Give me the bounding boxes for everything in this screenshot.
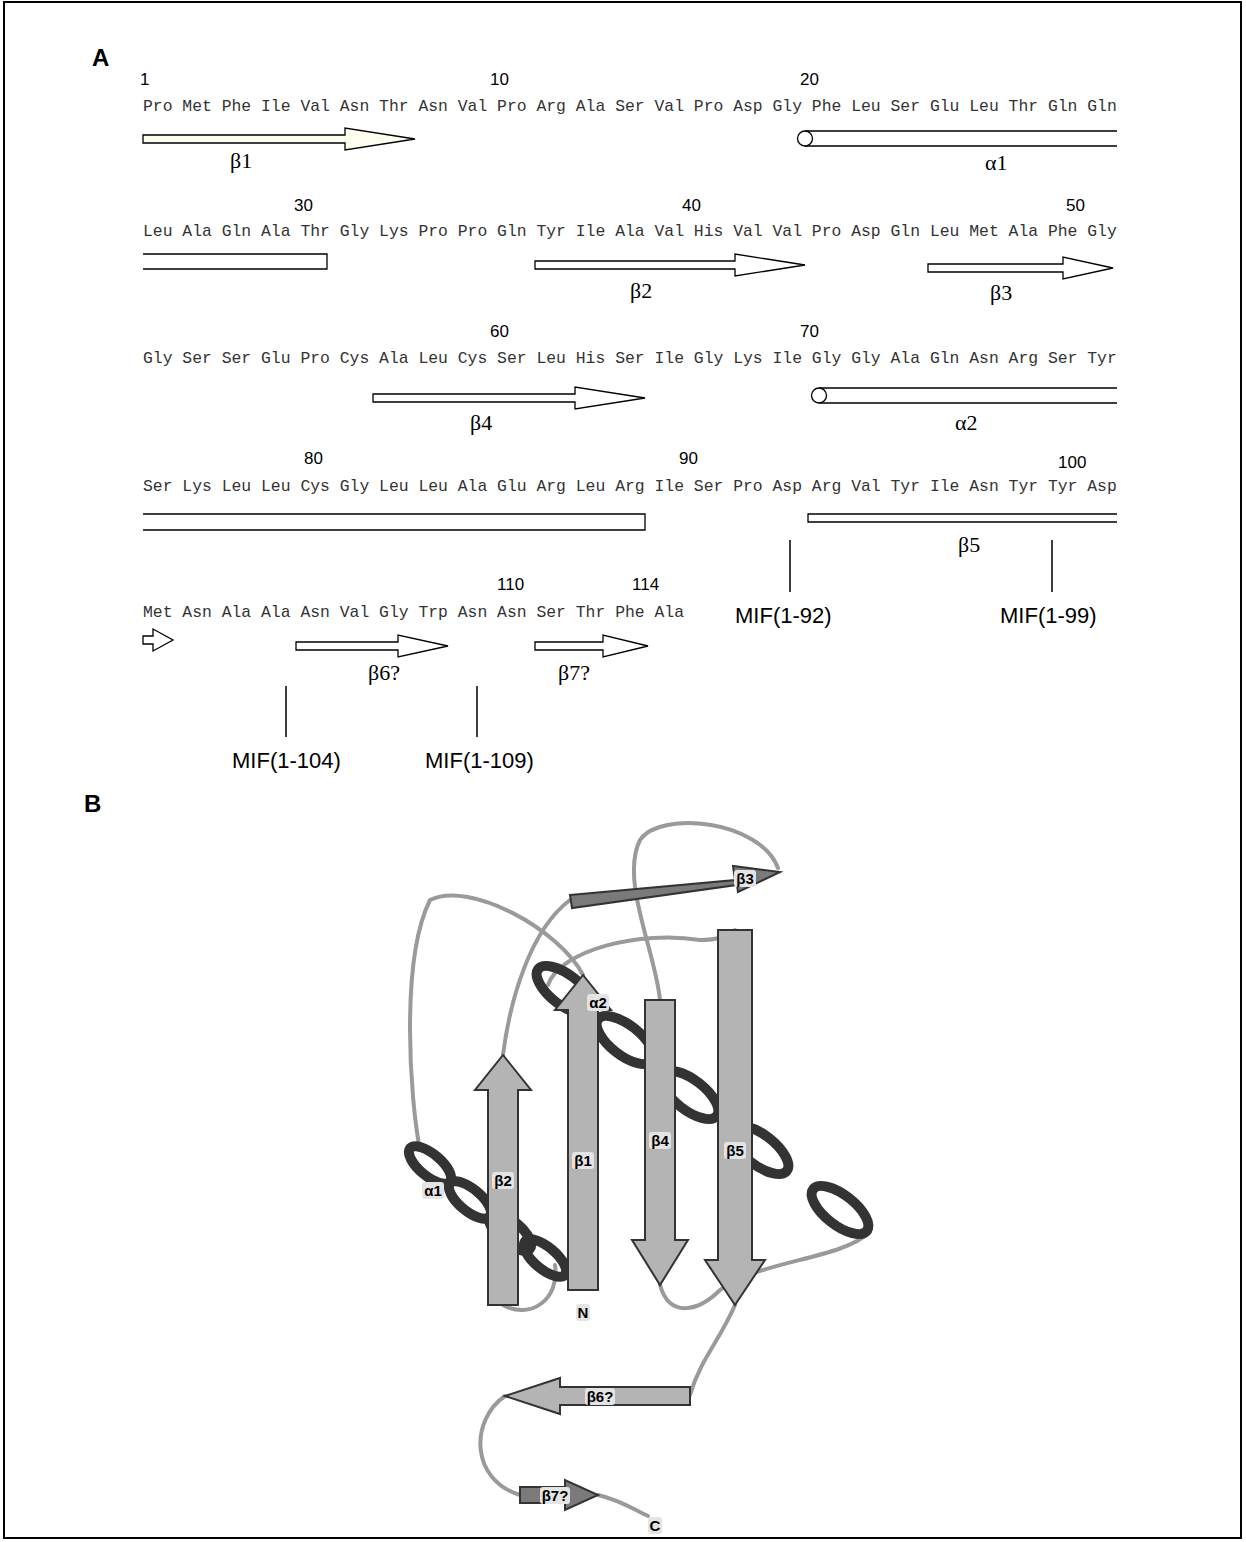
ribbon-label: α1 [422,1182,444,1199]
residue-number: 70 [800,322,819,342]
frame [4,2,1241,1538]
structure-label: β5 [958,532,980,558]
truncation-label: MIF(1-104) [232,748,341,774]
truncation-label: MIF(1-109) [425,748,534,774]
terminus-label: C [648,1517,663,1534]
ribbon-label: β6? [585,1388,616,1405]
ribbon-label: β5 [724,1142,746,1159]
structure-label: β6? [368,660,400,686]
panel-letter: B [84,790,101,818]
residue-number: 90 [679,449,698,469]
ribbon-label: α2 [587,994,609,1011]
residue-number: 30 [294,196,313,216]
ribbon-structure [403,823,876,1516]
secondary-structure [143,128,1117,737]
structure-label: β7? [558,660,590,686]
truncation-label: MIF(1-99) [1000,603,1097,629]
sequence-row: Gly Ser Ser Glu Pro Cys Ala Leu Cys Ser … [143,349,1117,368]
residue-number: 40 [682,196,701,216]
structure-label: β1 [230,148,252,174]
ribbon-label: β2 [492,1172,514,1189]
ribbon-label: β4 [649,1132,671,1149]
structure-label: β3 [990,280,1012,306]
residue-number: 114 [632,575,659,595]
residue-number: 80 [304,449,323,469]
residue-number: 1 [140,70,149,90]
truncation-label: MIF(1-92) [735,603,832,629]
residue-number: 110 [497,575,524,595]
panel-letter: A [92,44,109,72]
ribbon-label: β3 [734,870,756,887]
residue-number: 10 [490,70,509,90]
sequence-row: Leu Ala Gln Ala Thr Gly Lys Pro Pro Gln … [143,222,1117,241]
structure-label: β2 [630,278,652,304]
ribbon-label: β1 [572,1152,594,1169]
structure-label: β4 [470,410,492,436]
sequence-row: Met Asn Ala Ala Asn Val Gly Trp Asn Asn … [143,603,684,622]
ribbon-label: β7? [540,1487,571,1504]
sequence-row: Pro Met Phe Ile Val Asn Thr Asn Val Pro … [143,97,1117,116]
residue-number: 20 [800,70,819,90]
structure-label: α2 [955,410,978,436]
structure-label: α1 [985,150,1008,176]
sequence-row: Ser Lys Leu Leu Cys Gly Leu Leu Ala Glu … [143,477,1117,496]
terminus-label: N [576,1304,591,1321]
residue-number: 100 [1058,453,1086,473]
residue-number: 50 [1066,196,1085,216]
residue-number: 60 [490,322,509,342]
